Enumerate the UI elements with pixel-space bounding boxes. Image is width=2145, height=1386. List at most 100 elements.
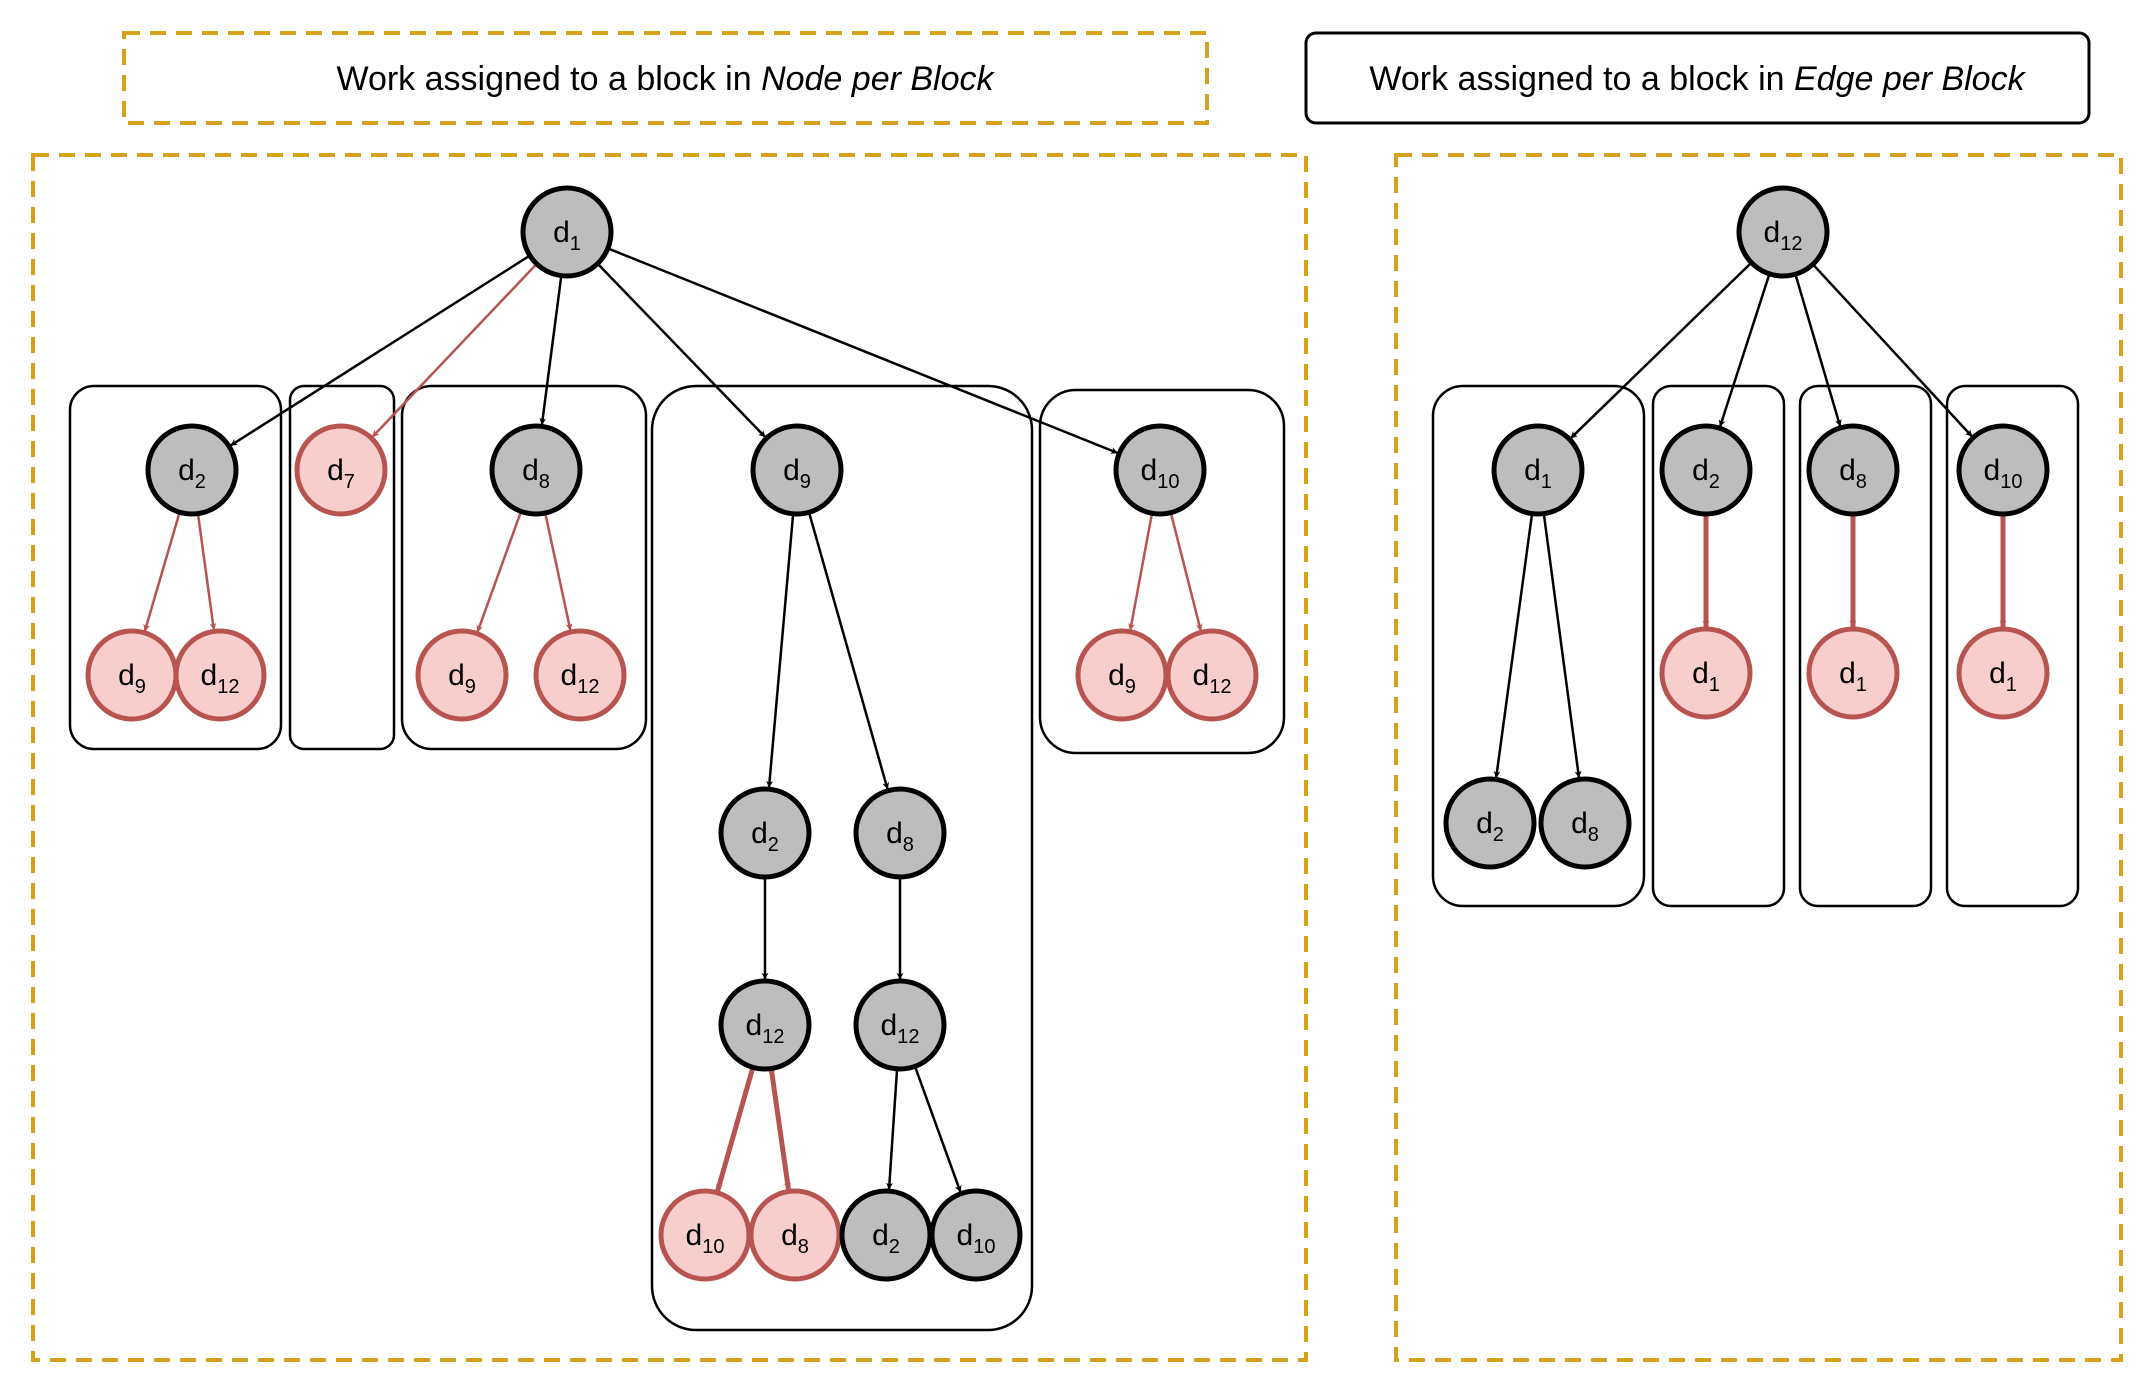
node-d2: d2 [145, 423, 239, 517]
node-d9: d9 [85, 628, 179, 722]
node-d12: d12 [173, 628, 267, 722]
node-d10: d10 [1113, 423, 1207, 517]
edges-layer [143, 247, 2007, 1193]
svg-text:d9: d9 [783, 454, 811, 493]
block-box [68, 384, 283, 751]
svg-text:d1: d1 [1989, 657, 2017, 696]
block-box [288, 384, 396, 751]
node-d12: d12 [853, 978, 947, 1072]
svg-text:d8: d8 [522, 454, 550, 493]
svg-text:d10: d10 [1141, 454, 1180, 493]
edge-per-block-panel [1394, 153, 2123, 1362]
svg-text:d12: d12 [561, 659, 600, 698]
edge-arrow [544, 512, 573, 631]
edge-arrow [913, 1065, 962, 1193]
edge-arrow [230, 254, 531, 447]
edge-arrow [476, 510, 523, 633]
svg-text:d9: d9 [1108, 659, 1136, 698]
legend-node-per-block: Work assigned to a block in Node per Blo… [122, 31, 1209, 125]
edge-arrow [807, 511, 890, 790]
svg-text:d12: d12 [201, 659, 240, 698]
svg-text:d2: d2 [872, 1219, 900, 1258]
legend-edge-prefix: Work assigned to a block in [1369, 60, 1794, 98]
svg-text:d12: d12 [1193, 659, 1232, 698]
svg-text:d2: d2 [751, 817, 779, 856]
block-box [1798, 384, 1933, 908]
node-d8: d8 [748, 1188, 842, 1282]
edge-arrow [1493, 513, 1534, 779]
edge-arrow [768, 1068, 792, 1191]
node-d12: d12 [533, 628, 627, 722]
node-d10: d10 [929, 1188, 1023, 1282]
edge-arrow [1718, 273, 1771, 427]
edge-per-block-blocks [1431, 384, 2080, 908]
node-d1: d1 [1491, 423, 1585, 517]
edge-arrow [715, 1066, 756, 1192]
svg-text:d8: d8 [781, 1219, 809, 1258]
node-d8: d8 [489, 423, 583, 517]
edge-arrow [885, 1068, 899, 1190]
edge-arrow [1128, 513, 1154, 631]
node-d9: d9 [750, 423, 844, 517]
node-d12: d12 [1736, 185, 1830, 279]
edge-arrow [1542, 513, 1582, 779]
edge-arrow [196, 513, 217, 631]
node-d9: d9 [1075, 628, 1169, 722]
svg-text:d1: d1 [553, 216, 581, 255]
node-d10: d10 [658, 1188, 752, 1282]
block-box [400, 384, 648, 751]
svg-text:d1: d1 [1524, 454, 1552, 493]
svg-text:d2: d2 [1476, 807, 1504, 846]
legend-node-prefix: Work assigned to a block in [336, 60, 761, 98]
edge-arrow [371, 263, 538, 438]
node-d2: d2 [839, 1188, 933, 1282]
node-per-block-panel [31, 153, 1308, 1362]
svg-text:d12: d12 [881, 1009, 920, 1048]
svg-text:d12: d12 [746, 1009, 785, 1048]
svg-text:d8: d8 [1571, 807, 1599, 846]
block-box [1431, 384, 1646, 908]
legend-node-emph: Node per Block [761, 60, 995, 98]
svg-text:Work assigned to a block in Ed: Work assigned to a block in Edge per Blo… [1369, 60, 2026, 98]
edge-arrow [766, 513, 795, 788]
legend-edge-emph: Edge per Block [1794, 60, 2027, 98]
node-d1: d1 [1659, 626, 1753, 720]
edge-arrow [1794, 273, 1842, 427]
node-d8: d8 [1806, 423, 1900, 517]
block-box [650, 384, 1034, 1332]
edge-arrow [143, 511, 181, 632]
svg-text:Work assigned to a block in No: Work assigned to a block in Node per Blo… [336, 60, 995, 98]
edge-arrow [539, 275, 563, 426]
edge-arrow [607, 247, 1118, 455]
node-d1: d1 [1806, 626, 1900, 720]
svg-text:d8: d8 [886, 817, 914, 856]
edge-arrow [1811, 263, 1973, 438]
node-d2: d2 [1443, 776, 1537, 870]
svg-text:d10: d10 [1984, 454, 2023, 493]
svg-text:d9: d9 [448, 659, 476, 698]
svg-text:d8: d8 [1839, 454, 1867, 493]
node-d1: d1 [1956, 626, 2050, 720]
node-d10: d10 [1956, 423, 2050, 517]
node-d9: d9 [415, 628, 509, 722]
node-d1: d1 [520, 185, 614, 279]
node-d12: d12 [718, 978, 812, 1072]
edge-arrow [596, 262, 766, 438]
svg-text:d2: d2 [1692, 454, 1720, 493]
node-d2: d2 [1659, 423, 1753, 517]
svg-text:d7: d7 [327, 454, 355, 493]
node-d8: d8 [853, 786, 947, 880]
block-box [1651, 384, 1786, 908]
node-d7: d7 [294, 423, 388, 517]
svg-text:d1: d1 [1692, 657, 1720, 696]
edge-arrow [1570, 261, 1753, 439]
edge-arrow [1169, 512, 1203, 632]
svg-text:d2: d2 [178, 454, 206, 493]
block-box [1038, 388, 1286, 755]
block-box [1945, 384, 2080, 908]
svg-text:d1: d1 [1839, 657, 1867, 696]
svg-text:d12: d12 [1764, 216, 1803, 255]
nodes-layer: d1 d2 d9 d12 d7 d8 d9 d12 d9 d2 d8 d12 d12 d10 d8 d2 d10… [85, 185, 2050, 1282]
svg-text:d10: d10 [686, 1219, 725, 1258]
